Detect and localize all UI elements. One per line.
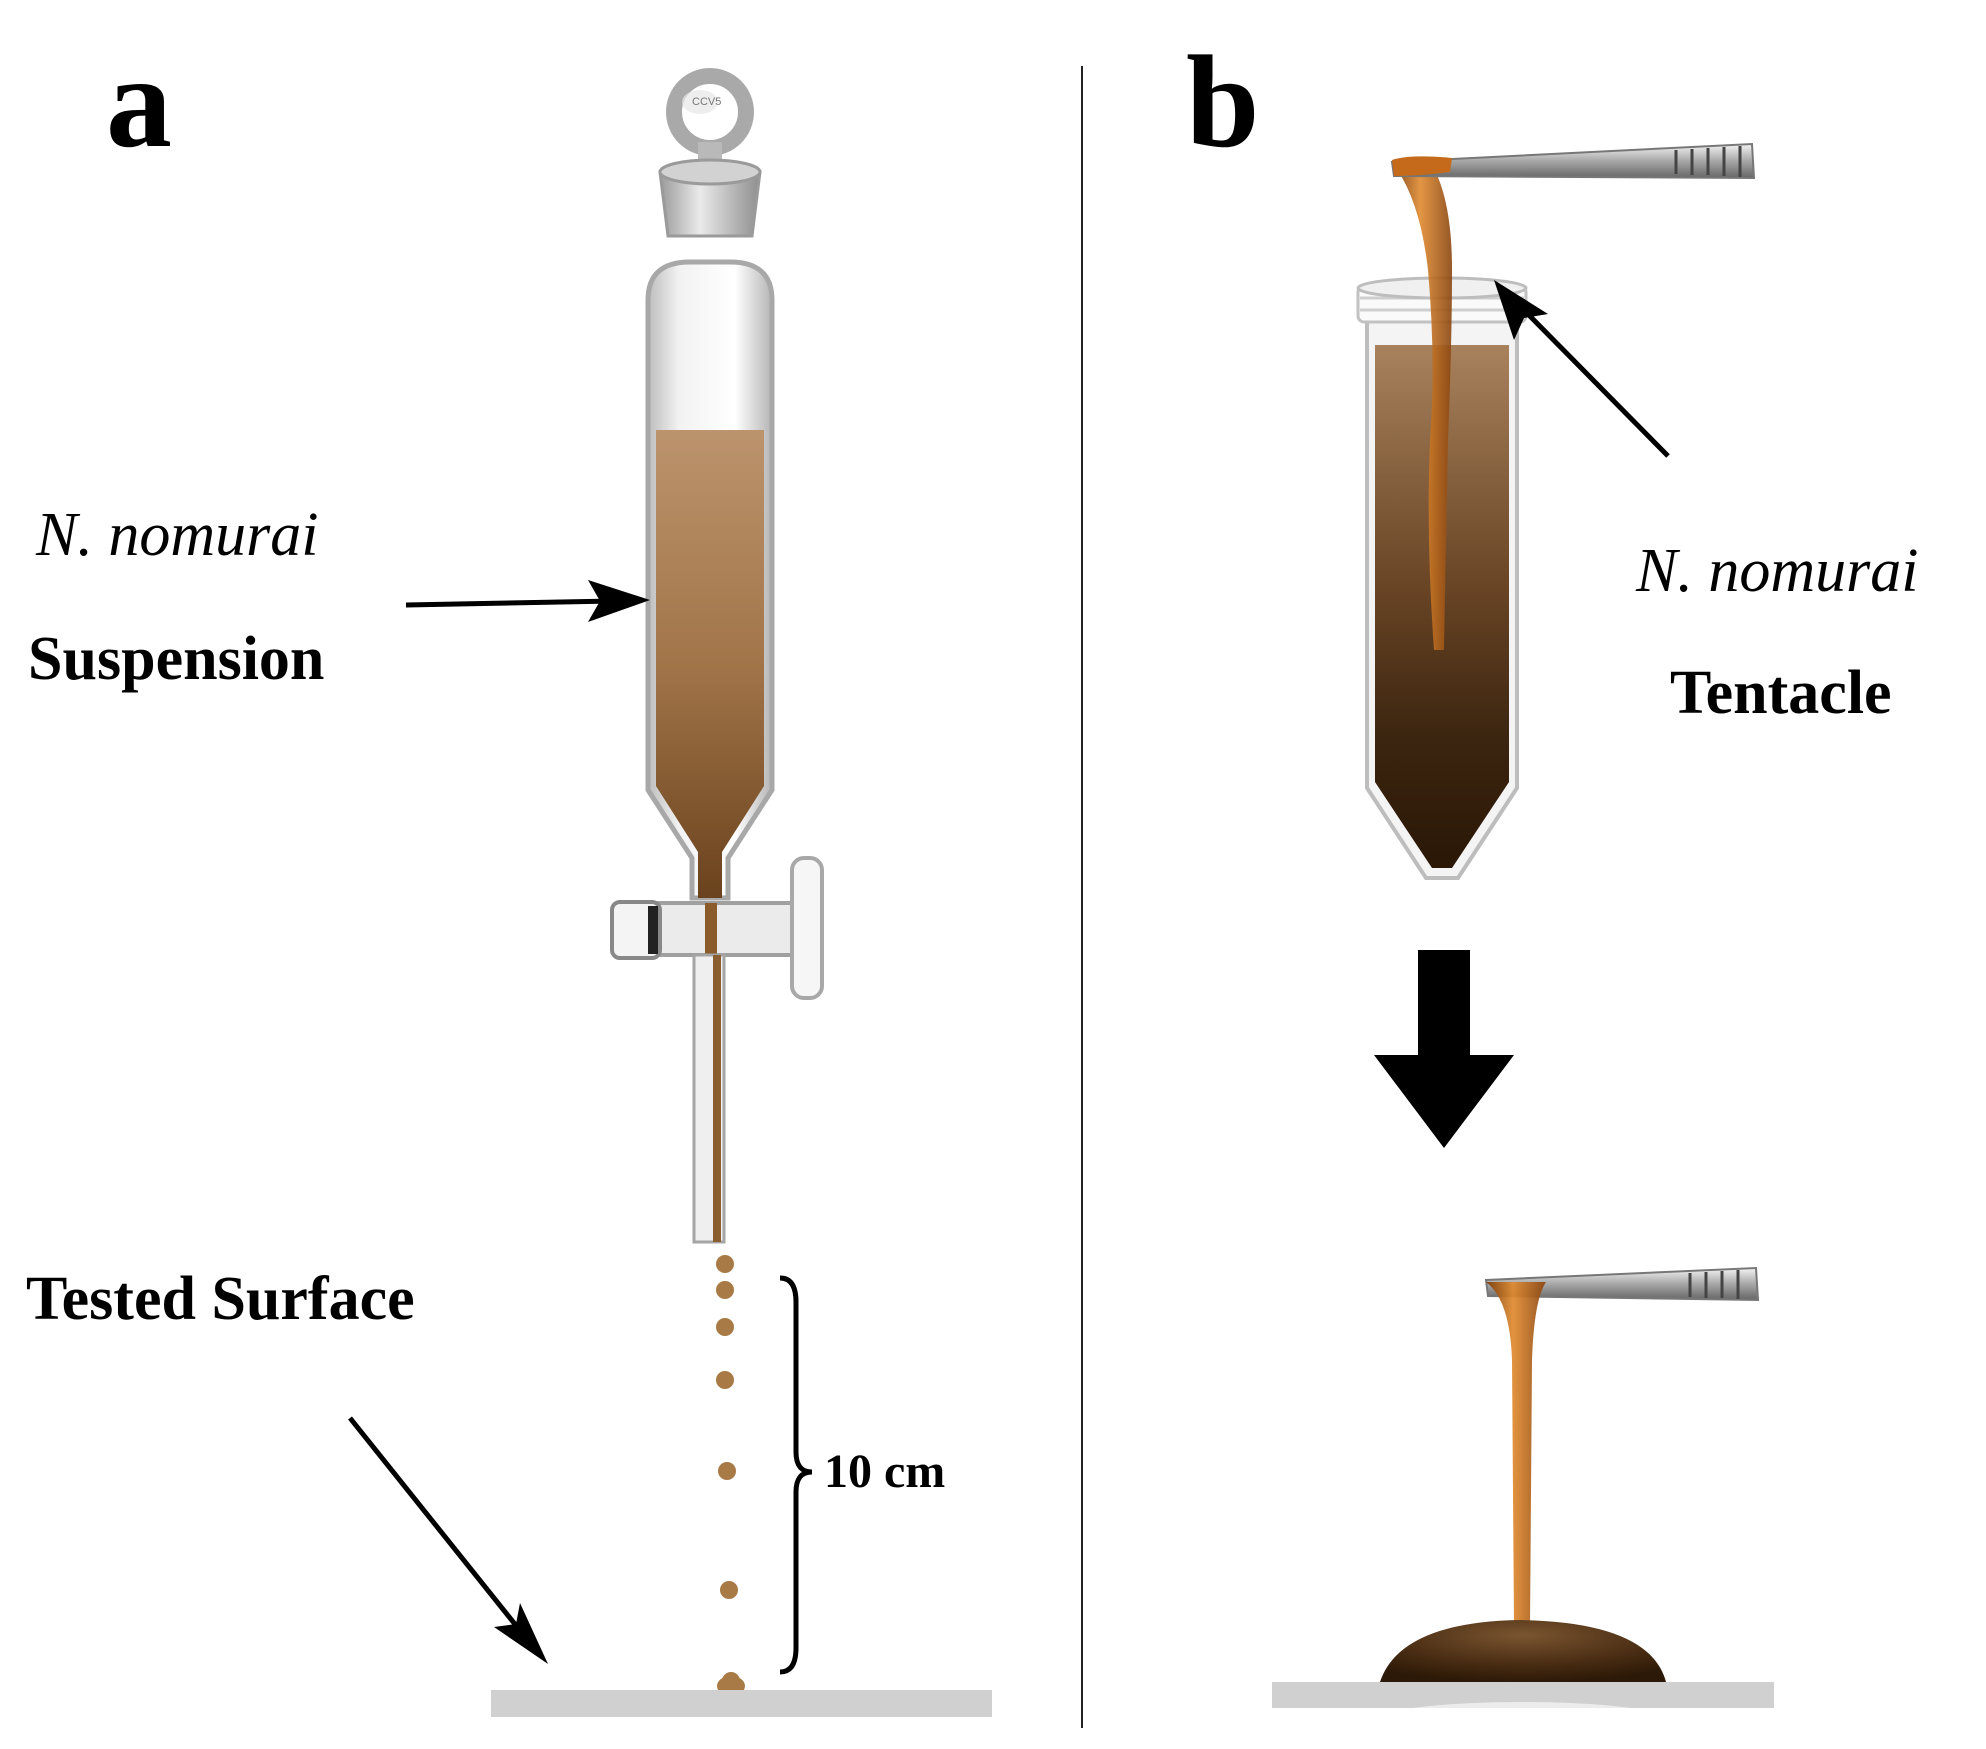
- tentacle-dripping: [1486, 1282, 1546, 1626]
- forceps-arm: [1390, 142, 1756, 180]
- panel-a-suspension-label: Suspension: [28, 625, 325, 693]
- tested-surface: [491, 1690, 992, 1717]
- distance-label: 10 cm: [824, 1445, 946, 1498]
- forceps-bottom: [1484, 1266, 1760, 1302]
- panel-b-species-label: N. nomurai: [1636, 537, 1919, 605]
- stopper-ring-highlight: [682, 90, 718, 114]
- big-down-arrow: [1374, 950, 1514, 1148]
- tested-surface-label: Tested Surface: [26, 1265, 415, 1333]
- arrow-head: [494, 1603, 548, 1664]
- suspension-liquid: [656, 430, 764, 898]
- drop: [718, 1462, 736, 1480]
- forceps-grip: [1674, 146, 1742, 177]
- puddle-shadow: [1390, 1702, 1654, 1730]
- tentacle-puddle: [1380, 1620, 1666, 1682]
- stopcock-handle: [790, 856, 824, 1000]
- forceps-top: [1390, 142, 1756, 180]
- panel-a: [348, 68, 992, 1717]
- arrow-head: [1494, 280, 1548, 340]
- arrow-shaft: [1518, 304, 1670, 458]
- arrow-shaft: [348, 1416, 532, 1645]
- arrow-head: [588, 580, 650, 622]
- tentacle-arrow: [1494, 280, 1670, 458]
- stopcock-bore: [705, 903, 717, 955]
- drop: [716, 1318, 734, 1336]
- stem-liquid: [713, 955, 721, 1242]
- drop: [716, 1281, 734, 1299]
- drop: [716, 1371, 734, 1389]
- stopcock: [610, 856, 824, 1000]
- panel-b-tentacle-label: Tentacle: [1670, 659, 1892, 727]
- tentacle-grip: [1392, 156, 1452, 176]
- stopper-cap: [658, 158, 762, 186]
- falling-drops: [716, 1255, 745, 1696]
- panel-a-letter: a: [106, 28, 172, 175]
- forceps-grip: [1688, 1270, 1740, 1299]
- stopper-ring: [666, 68, 754, 156]
- surface-arrow: [348, 1416, 548, 1664]
- arrow-shaft: [405, 598, 615, 608]
- tentacle-strand: [1394, 165, 1452, 650]
- distance-brace: [779, 1275, 813, 1675]
- panel-b-letter: b: [1186, 28, 1260, 175]
- drop: [716, 1255, 734, 1273]
- panel-a-species-label: N. nomurai: [36, 501, 319, 569]
- stopper-mark: CCV5: [692, 96, 722, 108]
- drop: [720, 1581, 738, 1599]
- panel-b: [1272, 142, 1774, 1730]
- stopper: [658, 68, 762, 238]
- suspension-arrow: [405, 580, 650, 622]
- stopcock-nut-band: [648, 906, 658, 954]
- stopcock-barrel: [638, 901, 812, 957]
